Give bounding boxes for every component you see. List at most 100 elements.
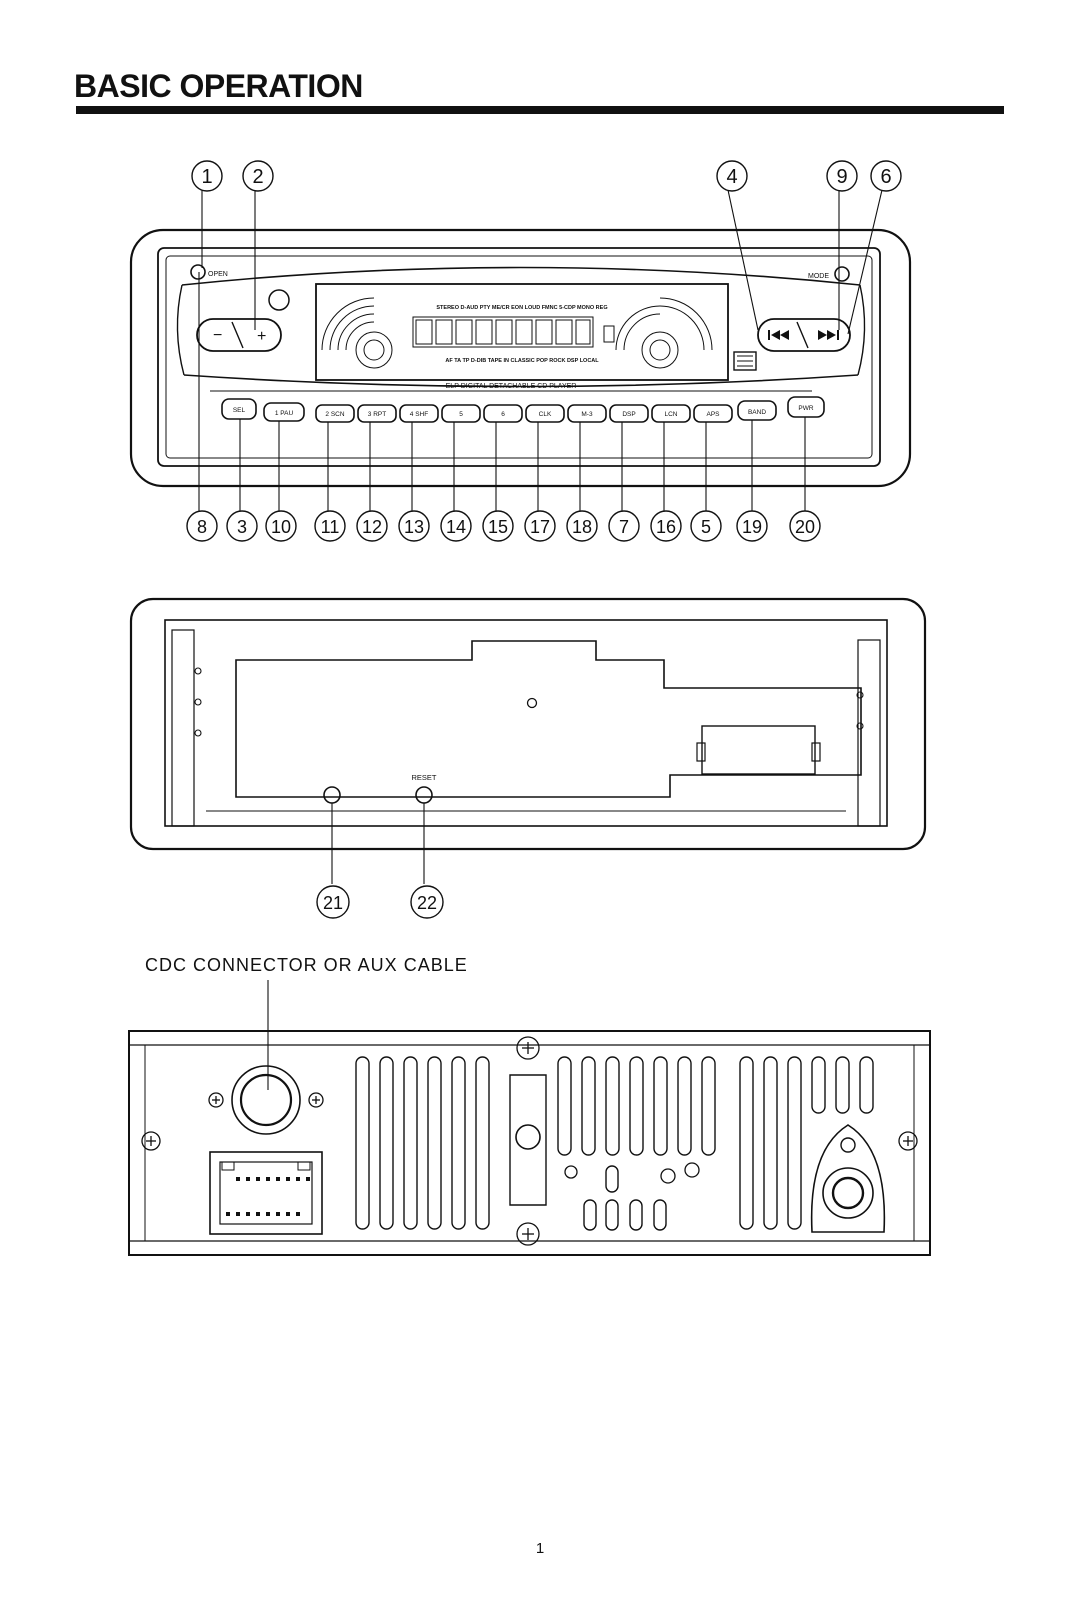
callout-12: 12 xyxy=(362,517,382,537)
clock-button[interactable] xyxy=(525,404,565,423)
sel-button[interactable] xyxy=(221,398,257,420)
button-label-pwr: PWR xyxy=(798,405,813,412)
button-label-4: 4 SHF xyxy=(410,411,428,418)
disc-logo-icon xyxy=(733,351,757,371)
callout-5: 5 xyxy=(701,517,711,537)
callout-17: 17 xyxy=(530,517,550,537)
callout-20: 20 xyxy=(795,517,815,537)
center-bracket xyxy=(509,1074,547,1206)
callout-3: 3 xyxy=(237,517,247,537)
button-label-m3: M-3 xyxy=(581,411,593,418)
small-hole-button[interactable] xyxy=(323,786,341,804)
page-number: 1 xyxy=(535,1540,545,1557)
preset-1-pause-button[interactable] xyxy=(263,402,305,422)
left-bracket xyxy=(171,629,195,827)
band-button[interactable] xyxy=(737,400,777,421)
callout-1: 1 xyxy=(201,166,212,188)
lcd-display xyxy=(315,283,729,381)
chassis-screw-hole xyxy=(526,697,538,709)
power-button[interactable] xyxy=(787,396,825,418)
dsp-button[interactable] xyxy=(609,404,649,423)
aps-button[interactable] xyxy=(693,404,733,423)
button-label-band: BAND xyxy=(748,409,766,416)
volume-rocker[interactable] xyxy=(196,318,282,352)
front-panel-figure xyxy=(129,189,912,511)
lcd-segment-area xyxy=(412,316,594,348)
panel-bottom-curve xyxy=(183,374,859,388)
reset-label: RESET xyxy=(411,773,436,782)
preset-2-scan-button[interactable] xyxy=(315,404,355,423)
spectrum-left-icon xyxy=(321,297,393,369)
title-rule xyxy=(76,106,1004,114)
seek-rocker[interactable] xyxy=(757,318,851,352)
callout-4: 4 xyxy=(726,166,737,188)
callout-6: 6 xyxy=(880,166,891,188)
seek-previous-icon xyxy=(768,330,789,340)
preset-3-repeat-button[interactable] xyxy=(357,404,397,423)
bottom-leader-lines xyxy=(198,272,806,511)
chassis-cavity xyxy=(235,640,862,798)
callout-19: 19 xyxy=(742,517,762,537)
callout-10: 10 xyxy=(271,517,291,537)
front-panel-face xyxy=(165,255,873,459)
callout-7: 7 xyxy=(619,517,629,537)
antenna-socket-housing xyxy=(810,1124,886,1233)
chassis-callouts: 21 22 xyxy=(316,885,444,919)
rear-panel-frame xyxy=(128,1030,931,1256)
chassis-outer-frame xyxy=(129,597,927,851)
preset-6-button[interactable] xyxy=(483,404,523,423)
top-callouts: 1 2 4 9 6 xyxy=(191,160,902,192)
spectrum-right-icon xyxy=(615,297,713,369)
display-top-indicators: STEREO D-AUD PTY ME/CR EON LOUD FMNC 5-C… xyxy=(436,305,607,311)
vent-slots xyxy=(355,1056,874,1231)
callout-22: 22 xyxy=(417,893,437,913)
callout-14: 14 xyxy=(446,517,466,537)
front-panel-outer-frame xyxy=(129,228,912,488)
antenna-socket xyxy=(822,1167,874,1219)
iso-harness-socket xyxy=(209,1151,323,1235)
button-label-6: 6 xyxy=(501,411,505,418)
button-label-clk: CLK xyxy=(539,411,552,418)
cdc-connector xyxy=(231,1065,301,1135)
mp3-button[interactable] xyxy=(567,404,607,423)
right-bracket xyxy=(857,639,881,827)
rear-panel-caption: CDC CONNECTOR OR AUX CABLE xyxy=(145,955,468,975)
open-label: OPEN xyxy=(208,271,228,278)
ir-sensor-icon xyxy=(268,289,290,311)
button-label-5: 5 xyxy=(459,411,463,418)
front-panel-inner-frame xyxy=(157,247,881,467)
callout-8: 8 xyxy=(197,517,207,537)
open-button[interactable] xyxy=(190,264,206,280)
volume-plus-label: + xyxy=(257,328,266,345)
preset-4-shuffle-button[interactable] xyxy=(399,404,439,423)
seek-next-icon xyxy=(818,330,839,340)
chassis-connector-slot xyxy=(701,725,816,775)
button-label-aps: APS xyxy=(706,411,720,418)
panel-top-curve xyxy=(181,266,861,286)
button-label-sel: SEL xyxy=(233,407,246,414)
reset-button[interactable] xyxy=(415,786,433,804)
mounting-screw-icons xyxy=(141,1036,918,1246)
callout-21: 21 xyxy=(323,893,343,913)
rear-panel-figure xyxy=(128,980,931,1256)
loc-button[interactable] xyxy=(651,404,691,423)
callout-9: 9 xyxy=(836,166,847,188)
button-label-dsp: DSP xyxy=(622,411,635,418)
page-title: BASIC OPERATION xyxy=(74,68,363,104)
preset-5-button[interactable] xyxy=(441,404,481,423)
button-label-2: 2 SCN xyxy=(325,411,344,418)
bottom-callouts: 8 3 10 11 12 13 14 15 17 18 7 16 5 19 20 xyxy=(186,510,821,542)
button-label-loc: LCN xyxy=(664,411,677,418)
mode-label: MODE xyxy=(808,273,829,280)
top-leader-lines xyxy=(201,189,883,335)
callout-2: 2 xyxy=(252,166,263,188)
mode-button[interactable] xyxy=(834,266,850,282)
callout-13: 13 xyxy=(404,517,424,537)
callout-11: 11 xyxy=(321,517,340,537)
callout-15: 15 xyxy=(488,517,508,537)
button-label-1: 1 PAU xyxy=(275,410,294,417)
panel-strip-text: ELP DIGITAL DETACHABLE CD PLAYER xyxy=(446,383,577,390)
button-label-3: 3 RPT xyxy=(368,411,386,418)
chassis-inner-frame xyxy=(164,619,888,827)
